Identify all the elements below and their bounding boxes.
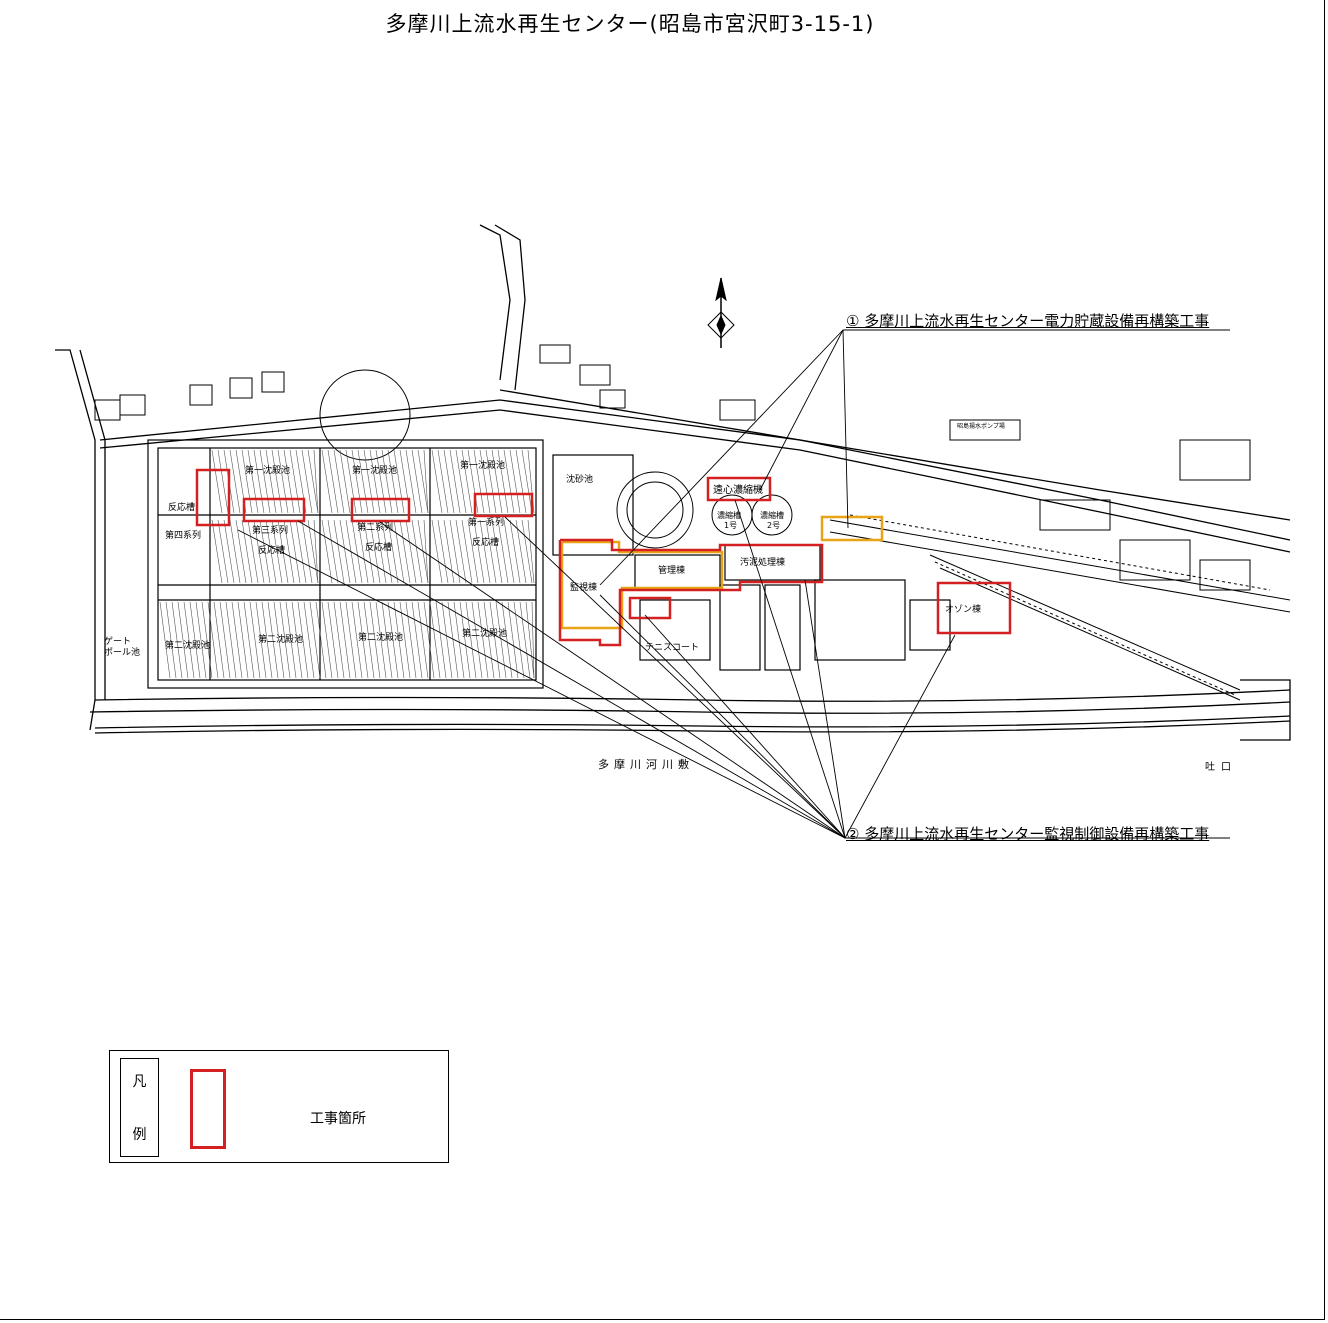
legend-label-box: 凡 例 <box>120 1058 159 1157</box>
legend-construction-text: 工事箇所 <box>310 1111 366 1127</box>
label-ozone-building: オゾン棟 <box>945 603 981 615</box>
label-secondary-tank-4: 第二沈殿池 <box>462 627 507 639</box>
label-thickener-1: 濃縮槽 <box>717 510 741 520</box>
label-pump-station: 昭島揚水ポンプ場 <box>957 422 1005 430</box>
label-pole: ポール池 <box>104 646 140 658</box>
site-series-2 <box>350 497 411 523</box>
legend: 凡 例 工事箇所 <box>109 1050 449 1163</box>
label-gate: ゲート <box>104 635 131 647</box>
label-admin-building: 管理棟 <box>658 564 685 576</box>
site-ozone-building <box>936 581 1012 635</box>
label-primary-tank-1: 第一沈殿池 <box>245 464 290 476</box>
label-reaction-tank-3: 反応槽 <box>258 544 285 556</box>
label-secondary-tank-3: 第二沈殿池 <box>358 631 403 643</box>
callout-project-2: ② 多摩川上流水再生センター監視制御設備再構築工事 <box>846 825 1210 843</box>
label-series-3: 第三系列 <box>252 524 288 536</box>
label-outfall: 吐口 <box>1205 761 1237 773</box>
legend-construction-swatch <box>190 1069 226 1149</box>
label-secondary-tank-1: 第二沈殿池 <box>165 639 210 651</box>
site-series-3 <box>242 497 306 523</box>
label-thickener-1-no: 1号 <box>724 521 737 530</box>
callout-leaders <box>237 329 1230 839</box>
site-centrifuge <box>706 476 772 502</box>
label-primary-tank-3: 第一沈殿池 <box>460 459 505 471</box>
site-series-1 <box>473 492 534 518</box>
label-monitor-building: 監視棟 <box>570 581 597 593</box>
label-tennis-court: テニスコート <box>645 642 699 653</box>
central-buildings <box>552 454 951 671</box>
label-series-4: 第四系列 <box>165 529 201 541</box>
north-arrow-icon <box>707 277 735 348</box>
legend-label-top: 凡 <box>132 1074 147 1090</box>
label-secondary-tank-2: 第二沈殿池 <box>258 633 303 645</box>
label-grit-chamber: 沈砂池 <box>566 473 593 485</box>
site-small-building <box>628 596 672 620</box>
label-thickener-2: 濃縮槽 <box>760 510 784 520</box>
outfall-channel <box>829 514 1291 701</box>
label-reaction-tank-1: 反応槽 <box>472 536 499 548</box>
label-series-2: 第二系列 <box>357 521 393 533</box>
label-series-1: 第一系列 <box>468 516 504 528</box>
site-reaction-tank-4 <box>195 468 231 527</box>
label-river: 多摩川河川敷 <box>598 757 694 771</box>
label-centrifuge: 遠心濃縮機 <box>713 483 763 496</box>
site-monitor-building <box>558 538 824 647</box>
label-reaction-tank-2: 反応槽 <box>365 541 392 553</box>
label-thickener-2-no: 2号 <box>767 521 780 530</box>
tank-hatching <box>159 449 535 679</box>
treatment-tanks <box>147 439 544 689</box>
label-sludge-building: 汚泥処理棟 <box>740 556 785 568</box>
label-primary-tank-2: 第一沈殿池 <box>352 464 397 476</box>
map-text-labels: 反応槽 第四系列 第一沈殿池 第一沈殿池 第一沈殿池 第三系列 反応槽 第二系列… <box>104 422 1237 773</box>
road-network <box>55 224 1291 741</box>
construction-sites <box>195 468 1012 647</box>
callout-project-1: ① 多摩川上流水再生センター電力貯蔵設備再構築工事 <box>846 312 1210 330</box>
legend-label-bottom: 例 <box>132 1127 147 1143</box>
existing-facility-outlines <box>560 515 884 630</box>
page-title: 多摩川上流水再生センター(昭島市宮沢町3-15-1) <box>385 12 875 36</box>
label-reaction-tank-4: 反応槽 <box>168 501 195 513</box>
neighborhood-blocks <box>94 344 1251 591</box>
